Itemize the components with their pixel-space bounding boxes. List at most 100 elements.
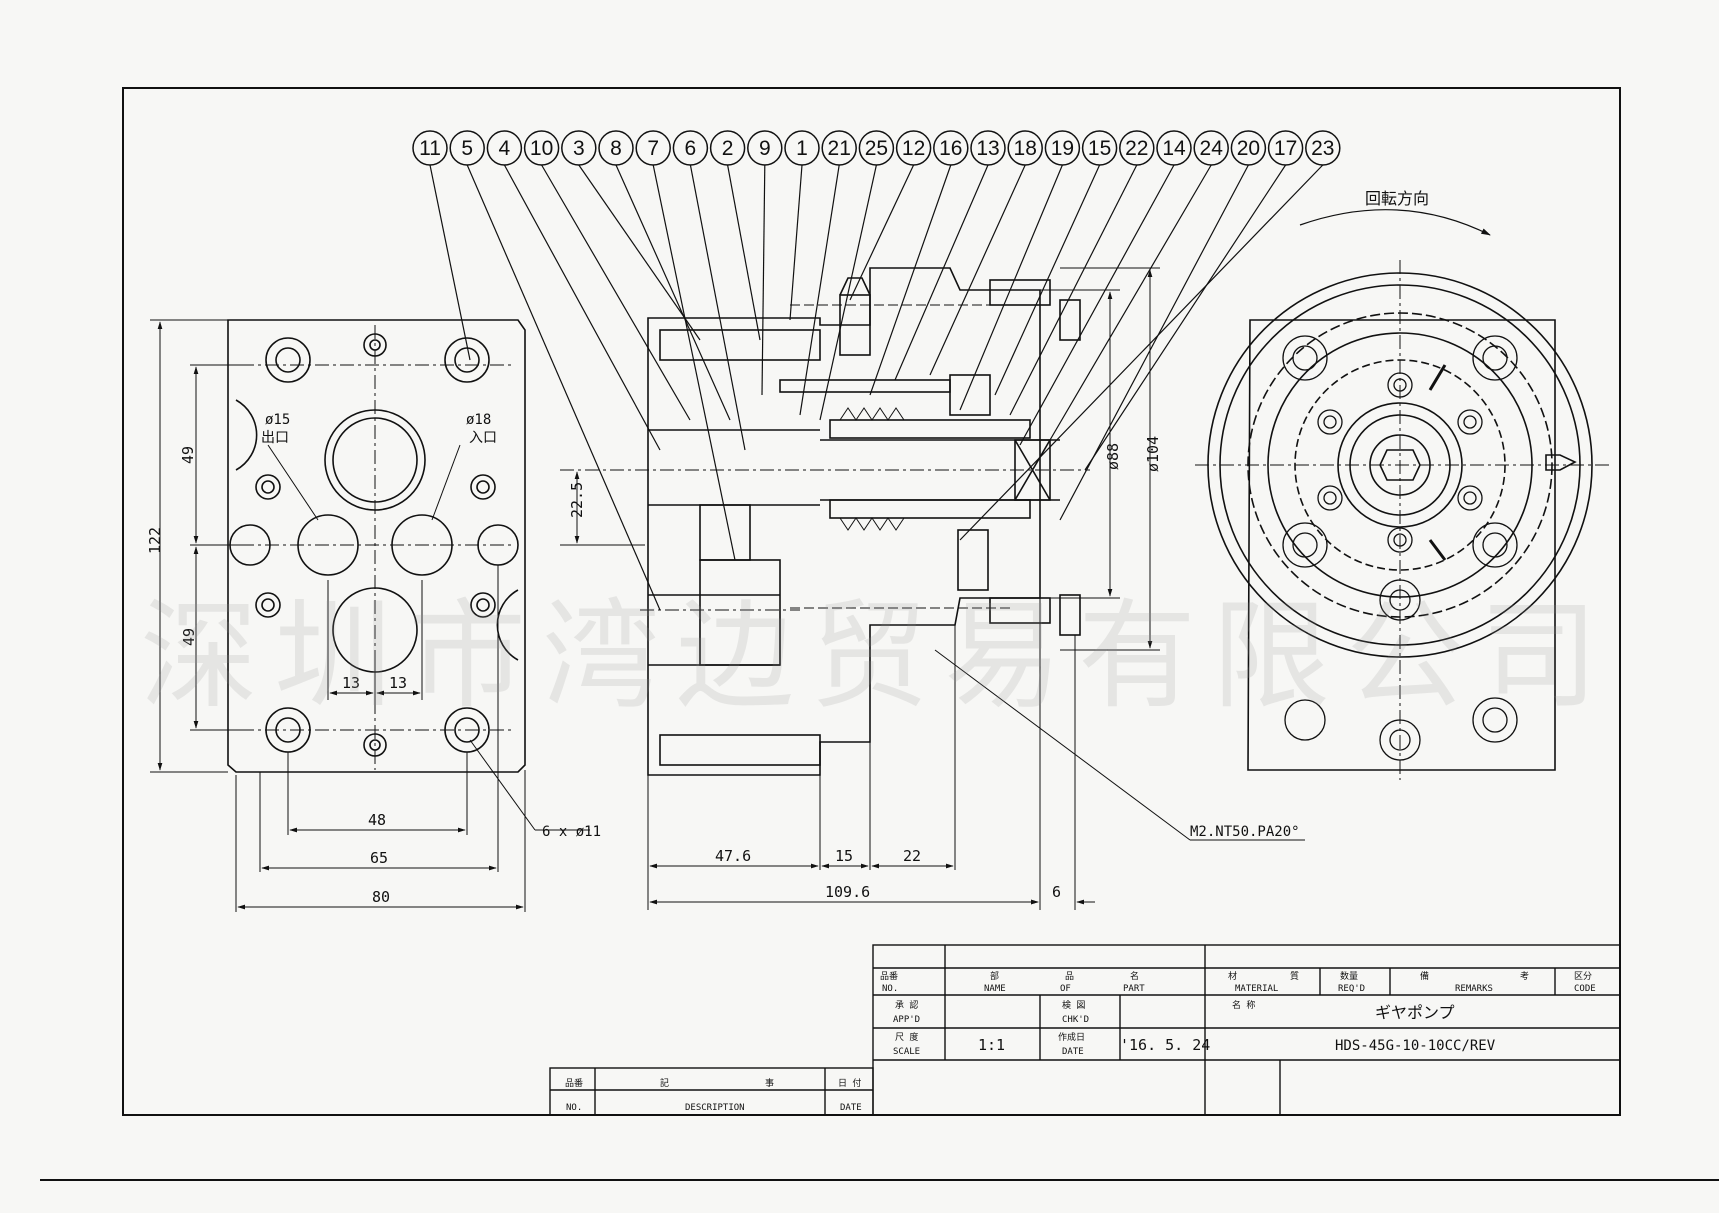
front-plate-outline — [227, 319, 526, 773]
date-value: '16. 5. 24 — [1120, 1036, 1210, 1054]
balloon-leader — [1019, 164, 1175, 446]
scale-jp: 尺 度 — [895, 1031, 918, 1043]
balloon-leader — [929, 164, 1026, 376]
balloon-label: 18 — [1014, 137, 1037, 160]
dim-13-right: 13 — [389, 674, 407, 692]
balloon-label: 5 — [461, 137, 473, 160]
side-view-dimensions — [560, 267, 1305, 910]
date-label-en: DATE — [1062, 1047, 1084, 1057]
balloon-leader — [819, 164, 877, 421]
front-notch-right — [496, 589, 519, 661]
balloon-leader — [959, 164, 1324, 541]
port-out-label: 出口 — [261, 430, 289, 446]
dim-80: 80 — [372, 888, 390, 906]
title-label-jp: 名 称 — [1232, 999, 1255, 1011]
rev-date-jp: 日 付 — [838, 1078, 861, 1089]
dim-22: 22 — [903, 847, 921, 865]
balloon-label: 22 — [1125, 137, 1148, 160]
hdr-material-jp-0: 材 — [1228, 970, 1237, 982]
dim-lower-49: 49 — [180, 628, 198, 646]
balloon-leader — [799, 164, 840, 416]
rev-desc-jp-1: 事 — [765, 1077, 774, 1089]
balloon-label: 13 — [976, 137, 999, 160]
front-view — [227, 319, 590, 831]
balloon-label: 15 — [1088, 137, 1111, 160]
hdr-qty-jp: 数量 — [1340, 970, 1358, 982]
balloon-leader — [1084, 164, 1287, 471]
hdr-name-en-1: OF — [1060, 984, 1071, 994]
hdr-name-en-0: NAME — [984, 984, 1006, 994]
balloon-label: 3 — [573, 137, 585, 160]
rotation-label: 回転方向 — [1365, 189, 1429, 208]
holes-note: 6 x ø11 — [542, 824, 601, 840]
balloon-label: 24 — [1200, 137, 1224, 160]
balloon-label: 12 — [902, 137, 925, 160]
balloon-label: 23 — [1311, 137, 1334, 160]
balloon-leader — [894, 164, 989, 381]
dim-65: 65 — [370, 849, 388, 867]
scale-en: SCALE — [893, 1047, 920, 1057]
rev-desc-en: DESCRIPTION — [685, 1103, 745, 1113]
dim-13-left: 13 — [342, 674, 360, 692]
hdr-code-en: CODE — [1574, 984, 1596, 994]
balloon-label: 11 — [419, 137, 441, 160]
balloon-label: 21 — [828, 137, 851, 160]
hdr-name-jp-1: 品 — [1065, 971, 1074, 982]
rev-date-en: DATE — [840, 1103, 862, 1113]
date-label-jp: 作成日 — [1058, 1031, 1085, 1043]
balloon-label: 6 — [685, 137, 697, 160]
hdr-remarks-en: REMARKS — [1455, 984, 1493, 994]
balloon-leader-lines — [429, 164, 1324, 611]
end-view — [1195, 209, 1610, 780]
dim-22-5: 22.5 — [568, 482, 586, 518]
dim-109-6: 109.6 — [825, 883, 870, 901]
balloon-leader — [959, 164, 1063, 411]
dim-dia-88: ø88 — [1104, 443, 1122, 470]
hdr-name-jp-0: 部 — [990, 970, 999, 982]
balloon-leader — [689, 164, 746, 451]
port-out-size: ø15 — [265, 412, 290, 428]
title-value: ギヤポンプ — [1375, 1003, 1455, 1022]
balloon-label: 9 — [759, 137, 771, 160]
balloon-leader — [541, 164, 691, 421]
dim-6: 6 — [1052, 883, 1061, 901]
dim-48: 48 — [368, 811, 386, 829]
dim-height-122: 122 — [146, 527, 164, 554]
balloon-label: 2 — [722, 137, 734, 160]
hdr-code-jp: 区分 — [1574, 971, 1592, 982]
balloon-label: 10 — [530, 137, 553, 160]
gear-note: M2.NT50.PA20° — [1190, 824, 1300, 840]
balloon-label: 8 — [610, 137, 622, 160]
rev-no-jp: 品番 — [565, 1077, 583, 1089]
hdr-name-en-2: PART — [1123, 984, 1145, 994]
rev-no-en: NO. — [566, 1103, 582, 1113]
appd-en: APP'D — [893, 1015, 920, 1025]
balloon-leader — [869, 164, 952, 396]
front-notch-left — [235, 399, 258, 471]
appd-jp: 承 認 — [895, 999, 918, 1011]
balloon-label: 16 — [939, 137, 962, 160]
balloon-leader — [789, 164, 803, 321]
balloon-label: 20 — [1237, 137, 1260, 160]
balloon-label: 17 — [1274, 137, 1297, 160]
rev-desc-jp-0: 記 — [660, 1077, 669, 1089]
balloon-label: 19 — [1051, 137, 1074, 160]
hdr-name-jp-2: 名 — [1130, 970, 1139, 982]
balloon-leader — [615, 164, 731, 421]
hdr-remarks-jp-0: 備 — [1420, 970, 1429, 982]
balloon-label: 1 — [796, 137, 808, 160]
hdr-remarks-jp-1: 考 — [1520, 971, 1529, 982]
hdr-no-en: NO. — [882, 984, 898, 994]
drawing-border — [122, 87, 1621, 1116]
balloon-leader — [503, 164, 661, 451]
balloon-label: 7 — [647, 137, 659, 160]
drawing-number: HDS-45G-10-10CC/REV — [1335, 1038, 1496, 1054]
balloon-leader — [578, 164, 701, 341]
balloon-leader — [727, 164, 761, 341]
scale-value: 1:1 — [978, 1036, 1005, 1054]
port-in-label: 入口 — [469, 430, 497, 446]
title-block — [549, 944, 1621, 1116]
